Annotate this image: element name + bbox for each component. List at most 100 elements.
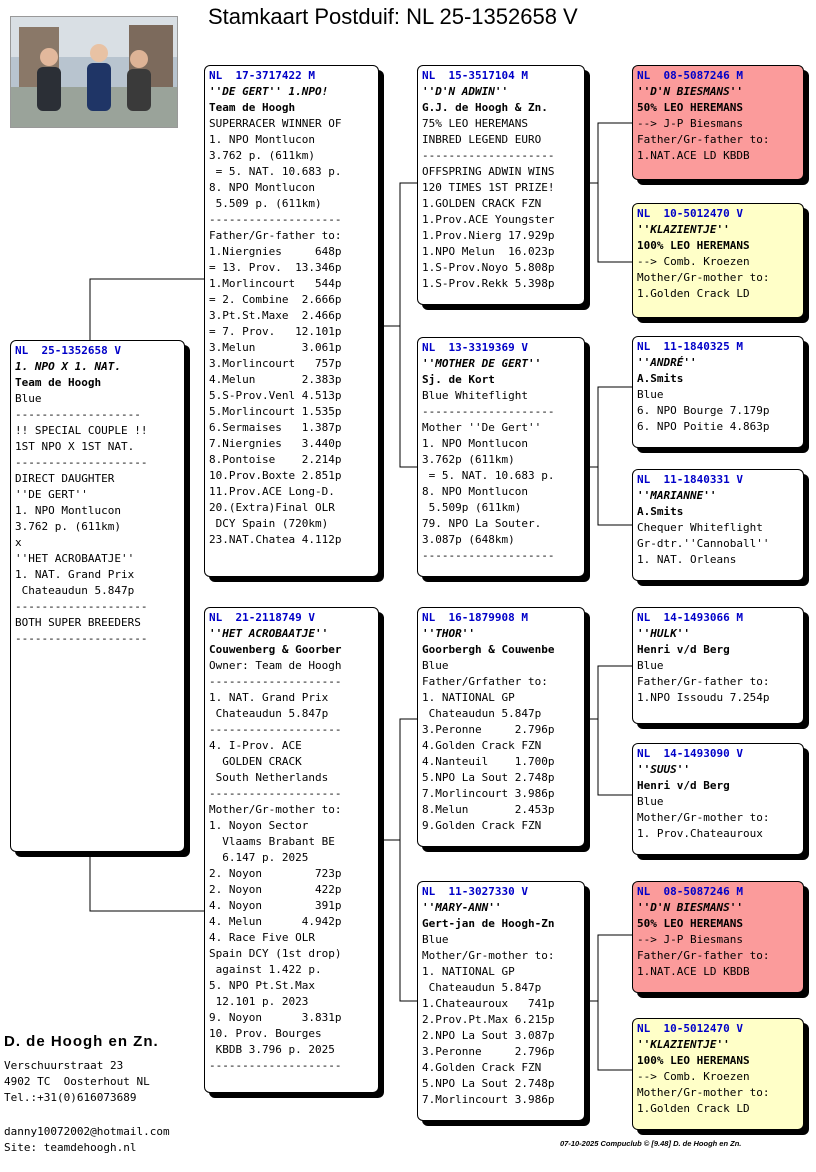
pigeon-info-line: 75% LEO HEREMANS (422, 117, 528, 130)
pigeon-info-line: x (15, 536, 22, 549)
pigeon-info-line: Chequer Whiteflight (637, 521, 763, 534)
pigeon-info-line: -------------------- (209, 1059, 342, 1072)
pigeon-card-mother-mother[interactable]: NL 11-3027330 V''MARY-ANN''Gert-jan de H… (417, 881, 585, 1121)
pigeon-info-line: = 5. NAT. 10.683 p. (209, 165, 342, 178)
pigeon-info-line: A.Smits (637, 372, 684, 385)
pigeon-info-line: 3.Morlincourt 757p (209, 357, 342, 370)
pigeon-info-line: DCY Spain (720km) (209, 517, 329, 530)
pigeon-info-line: 5.Morlincourt 1.535p (209, 405, 342, 418)
pigeon-card-mother[interactable]: NL 21-2118749 V''HET ACROBAATJE''Couwenb… (204, 607, 379, 1093)
pigeon-info-line: 5.509p (611km) (422, 501, 522, 514)
pigeon-info-line: Blue Whiteflight (422, 389, 528, 402)
owner-email-link[interactable]: danny10072002@hotmail.com (4, 1125, 170, 1138)
pigeon-name: ''ANDRÉ'' (637, 356, 697, 369)
connector-mf-mff (585, 665, 634, 720)
connector-ff-ffm (597, 183, 634, 263)
pigeon-info-line: 100% LEO HEREMANS (637, 239, 750, 252)
pigeon-info-line: Team de Hoogh (209, 101, 296, 114)
pigeon-info-line: 2. Noyon 422p (209, 883, 342, 896)
pigeon-info-line: 5.NPO La Sout 2.748p (422, 771, 555, 784)
pigeon-info-line: 2.NPO La Sout 3.087p (422, 1029, 555, 1042)
owner-site-link[interactable]: Site: teamdehoogh.nl (4, 1141, 137, 1154)
pigeon-name: ''HULK'' (637, 627, 690, 640)
pigeon-info-line: = 7. Prov. 12.101p (209, 325, 342, 338)
pigeon-name: ''THOR'' (422, 627, 475, 640)
pigeon-info-line: 3.Melun 3.061p (209, 341, 342, 354)
connector-mm-mmf (585, 934, 634, 1002)
pigeon-info-line: Team de Hoogh (15, 376, 102, 389)
ring-number: NL 11-1840325 M (637, 340, 743, 353)
pigeon-info-line: 1ST NPO X 1ST NAT. (15, 440, 135, 453)
ring-number: NL 14-1493066 M (637, 611, 743, 624)
pigeon-info-line: OFFSPRING ADWIN WINS (422, 165, 555, 178)
breeder-photo-image (11, 17, 177, 127)
pigeon-info-line: 100% LEO HEREMANS (637, 1054, 750, 1067)
ring-number: NL 10-5012470 V (637, 1022, 743, 1035)
pigeon-card-father-father[interactable]: NL 15-3517104 M''D'N ADWIN''G.J. de Hoog… (417, 65, 585, 305)
pigeon-name: ''KLAZIENTJE'' (637, 1038, 730, 1051)
pigeon-info-line: = 13. Prov. 13.346p (209, 261, 342, 274)
pigeon-info-line: 1.S-Prov.Rekk 5.398p (422, 277, 555, 290)
pigeon-info-line: 20.(Extra)Final OLR (209, 501, 335, 514)
pigeon-info-line: DIRECT DAUGHTER (15, 472, 115, 485)
pigeon-info-line: Blue (637, 659, 664, 672)
pigeon-info-line: -------------------- (15, 632, 148, 645)
pigeon-card-mother-father[interactable]: NL 16-1879908 M''THOR''Goorbergh & Couwe… (417, 607, 585, 847)
pigeon-info-line: 8. NPO Montlucon (422, 485, 528, 498)
pigeon-info-line: Mother/Gr-mother to: (637, 271, 770, 284)
pigeon-info-line: --> J-P Biesmans (637, 933, 743, 946)
pigeon-info-line: -------------------- (209, 213, 342, 226)
pigeon-card-ff-mother[interactable]: NL 10-5012470 V''KLAZIENTJE''100% LEO HE… (632, 203, 804, 318)
pigeon-info-line: 3.Peronne 2.796p (422, 723, 555, 736)
ring-number: NL 08-5087246 M (637, 69, 743, 82)
pigeon-info-line: 79. NPO La Souter. (422, 517, 542, 530)
pigeon-info-line: KBDB 3.796 p. 2025 (209, 1043, 335, 1056)
pigeon-info-line: GOLDEN CRACK (209, 755, 302, 768)
pigeon-info-line: 7.Morlincourt 3.986p (422, 1093, 555, 1106)
pigeon-card-mm-mother[interactable]: NL 10-5012470 V ''KLAZIENTJE'' 100% LEO HE… (632, 1018, 804, 1130)
pigeon-info-line: Chateaudun 5.847p (15, 584, 135, 597)
pigeon-info-line: 1. NPO Montlucon (15, 504, 121, 517)
pigeon-info-line: 1. Noyon Sector (209, 819, 309, 832)
pigeon-info-line: Couwenberg & Goorber (209, 643, 342, 656)
pigeon-info-line: Father/Gr-father to: (637, 949, 770, 962)
pigeon-info-line: 4. Race Five OLR (209, 931, 315, 944)
pigeon-card-ff-father[interactable]: NL 08-5087246 M''D'N BIESMANS''50% LEO H… (632, 65, 804, 180)
pigeon-info-line: 6.Sermaises 1.387p (209, 421, 342, 434)
ring-number: NL 21-2118749 V (209, 611, 315, 624)
pigeon-info-line: 1. Prov.Chateauroux (637, 827, 763, 840)
pigeon-info-line: 4. Melun 4.942p (209, 915, 342, 928)
pigeon-info-line: 1. NATIONAL GP (422, 965, 515, 978)
pigeon-card-mm-father[interactable]: NL 08-5087246 M''D'N BIESMANS''50% LEO H… (632, 881, 804, 993)
pigeon-card-father-mother[interactable]: NL 13-3319369 V''MOTHER DE GERT''Sj. de … (417, 337, 585, 577)
pigeon-info-line: 4. I-Prov. ACE (209, 739, 302, 752)
pigeon-info-line: 4.Golden Crack FZN (422, 739, 542, 752)
pigeon-name: ''MOTHER DE GERT'' (422, 357, 542, 370)
pigeon-info-line: Father/Gr-father to: (209, 229, 342, 242)
pigeon-info-line: 1. NATIONAL GP (422, 691, 515, 704)
pigeon-info-line: 9. Noyon 3.831p (209, 1011, 342, 1024)
connector-fm-fmf (585, 386, 634, 468)
pigeon-info-line: Henri v/d Berg (637, 643, 730, 656)
pigeon-card-father[interactable]: NL 17-3717422 M''DE GERT'' 1.NPO!Team de… (204, 65, 379, 577)
pigeon-info-line: 6. NPO Poitie 4.863p (637, 420, 770, 433)
pigeon-info-line: Chateaudun 5.847p (422, 981, 542, 994)
pigeon-info-line: 1.Morlincourt 544p (209, 277, 342, 290)
pigeon-info-line: Owner: Team de Hoogh (209, 659, 342, 672)
pigeon-info-line: -------------------- (15, 600, 148, 613)
pigeon-info-line: 4.Melun 2.383p (209, 373, 342, 386)
pigeon-info-line: Gert-jan de Hoogh-Zn (422, 917, 555, 930)
contact-block: danny10072002@hotmail.com Site: teamdeho… (4, 1124, 170, 1156)
pigeon-info-line: Father/Gr-father to: (637, 675, 770, 688)
pigeon-name: ''MARY-ANN'' (422, 901, 502, 914)
pigeon-info-line: 3.087p (648km) (422, 533, 515, 546)
pigeon-name: ''KLAZIENTJE'' (637, 223, 730, 236)
pigeon-info-line: --> Comb. Kroezen (637, 255, 750, 268)
pigeon-info-line: 5.509 p. (611km) (209, 197, 322, 210)
pigeon-info-line: Henri v/d Berg (637, 779, 730, 792)
